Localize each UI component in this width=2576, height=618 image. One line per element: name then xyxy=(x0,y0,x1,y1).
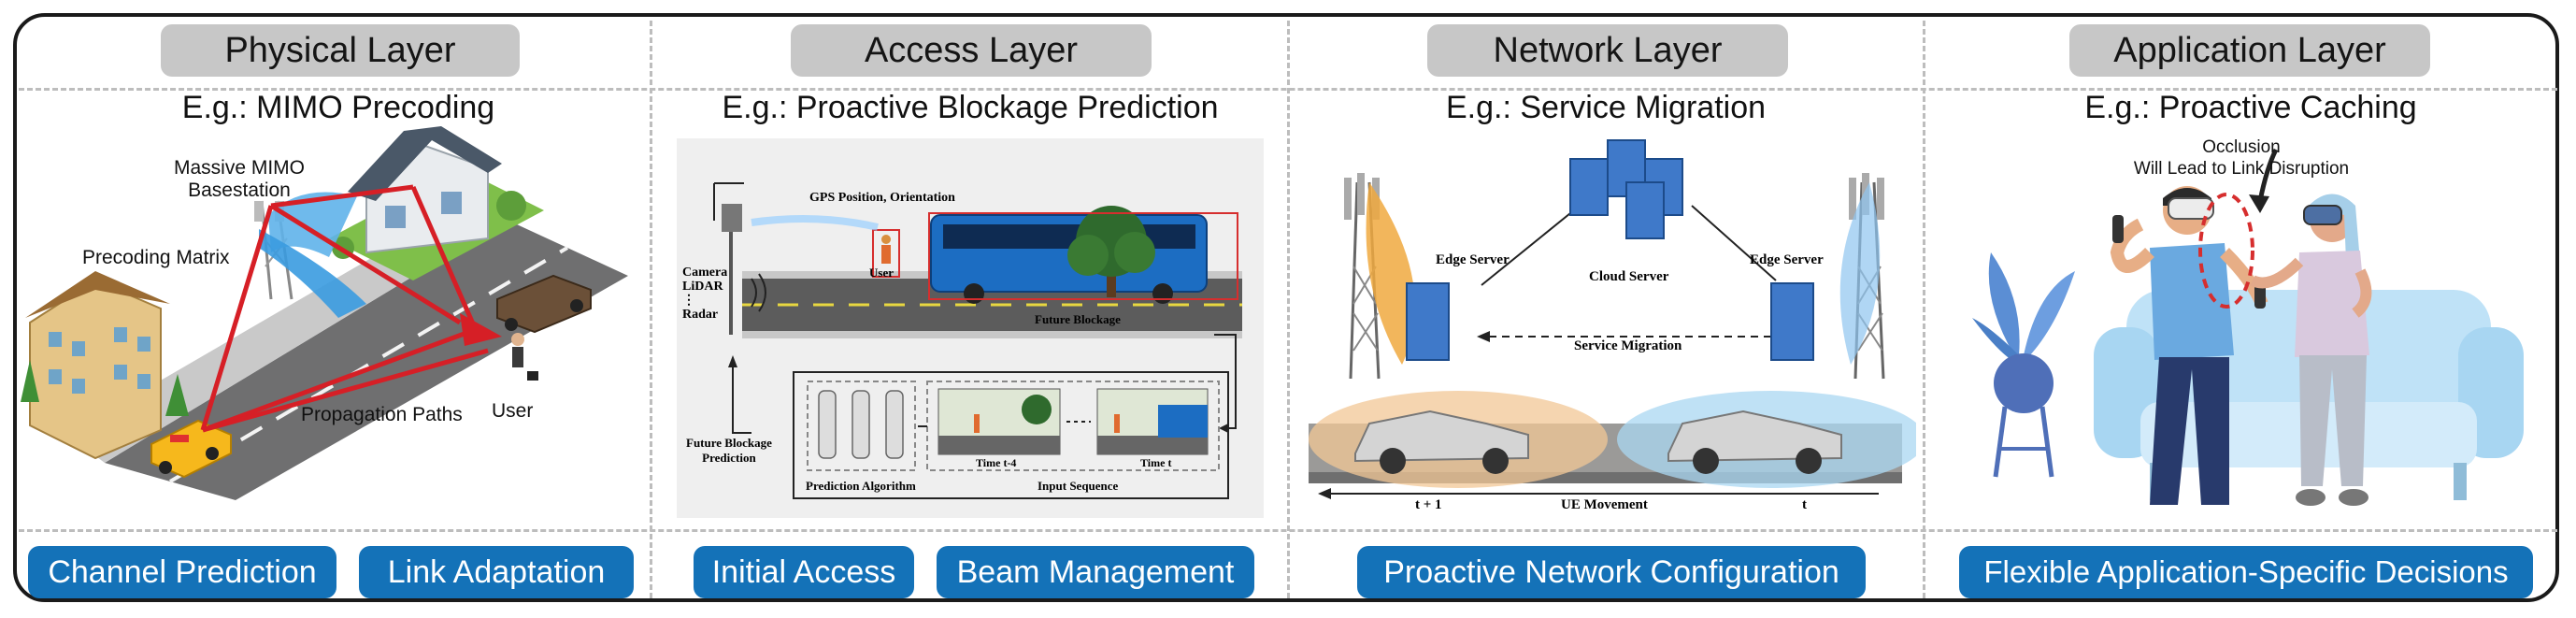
car-t-plus-1 xyxy=(1354,410,1529,474)
gps-label: GPS Position, Orientation xyxy=(809,191,955,205)
basestation-label-line1: Massive MIMO xyxy=(174,157,306,179)
cloud-server-cluster xyxy=(1569,139,1683,239)
basestation-label-line2: Basestation xyxy=(188,180,291,201)
outer-frame xyxy=(13,13,2559,602)
occlusion-ellipse xyxy=(2198,193,2254,309)
physical-layer-illustration xyxy=(21,126,628,500)
future-blockage-prediction-line2: Prediction xyxy=(702,451,756,465)
proactive-network-configuration-tag: Proactive Network Configuration xyxy=(1357,546,1866,598)
prediction-algorithm-box xyxy=(807,381,916,471)
left-edge-server-label: Edge Server xyxy=(1436,252,1510,267)
future-blockage-prediction-line1: Future Blockage xyxy=(686,436,772,450)
occlusion-label-line1: Occlusion xyxy=(2202,137,2281,157)
application-layer-title: Application Layer xyxy=(2069,24,2430,77)
flexible-application-decisions-tag: Flexible Application-Specific Decisions xyxy=(1959,546,2533,598)
physical-layer-title: Physical Layer xyxy=(161,24,520,77)
vr-user-man xyxy=(2110,186,2268,505)
access-user-label: User xyxy=(869,266,894,280)
prediction-algorithm-label: Prediction Algorithm xyxy=(806,479,916,493)
beam-management-tag: Beam Management xyxy=(937,546,1254,598)
tree xyxy=(1067,206,1155,297)
input-sequence-label: Input Sequence xyxy=(1038,479,1119,493)
layer-divider xyxy=(1923,21,1925,598)
propagation-paths-label: Propagation Paths xyxy=(301,404,463,425)
initial-access-tag: Initial Access xyxy=(694,546,914,598)
occlusion-label: Occlusion Will Lead to Link Disruption xyxy=(2101,137,2382,180)
car-t xyxy=(1667,410,1842,474)
pickup-truck xyxy=(496,274,592,334)
radar-label: Radar xyxy=(682,308,719,322)
propagation-paths xyxy=(200,184,489,433)
header-divider xyxy=(19,88,2557,91)
channel-prediction-tag: Channel Prediction xyxy=(28,546,336,598)
left-beam xyxy=(1366,182,1415,365)
access-layer-illustration: GPS Position, Orientation Camera LiDAR ⋮… xyxy=(677,138,1264,518)
cloud-server-label: Cloud Server xyxy=(1589,269,1669,284)
network-layer-illustration xyxy=(1309,139,1916,499)
physical-user-label: User xyxy=(492,400,534,422)
service-migration-label: Service Migration xyxy=(1574,338,1682,353)
future-blockage-label: Future Blockage xyxy=(1035,312,1121,326)
user-box xyxy=(872,229,900,278)
physical-layer-example: E.g.: MIMO Precoding xyxy=(181,90,495,125)
occlusion-label-line2: Will Lead to Link Disruption xyxy=(2133,159,2350,179)
left-edge-server xyxy=(1406,282,1450,361)
application-layer-example: E.g.: Proactive Caching xyxy=(2084,90,2417,125)
frame-time-t xyxy=(1096,388,1209,455)
network-layer-title: Network Layer xyxy=(1427,24,1788,77)
t-plus-1-label: t + 1 xyxy=(1415,497,1442,512)
network-layer-example: E.g.: Service Migration xyxy=(1445,90,1767,125)
sensor-tower xyxy=(722,204,766,335)
right-edge-server-label: Edge Server xyxy=(1750,252,1824,267)
link-adaptation-tag: Link Adaptation xyxy=(359,546,634,598)
office-building xyxy=(21,271,189,460)
future-blockage-prediction-label: Future Blockage Prediction xyxy=(686,436,772,466)
camera-label: Camera xyxy=(682,266,728,280)
sensor-labels: Camera LiDAR ⋮ Radar xyxy=(682,266,727,322)
vr-user-woman xyxy=(2250,194,2372,506)
input-sequence-box xyxy=(926,381,1220,471)
time-t4-label: Time t-4 xyxy=(976,456,1017,469)
precoding-beam xyxy=(268,192,357,257)
future-blockage-box xyxy=(928,212,1238,300)
ambulance xyxy=(150,419,232,479)
user-figure xyxy=(511,333,538,381)
frame-time-t4 xyxy=(937,388,1061,455)
plant xyxy=(1972,252,2075,478)
time-t-label: Time t xyxy=(1140,456,1172,469)
sensor-ellipsis: ⋮ xyxy=(682,294,695,308)
layer-divider xyxy=(1287,21,1290,598)
ue-movement-label: UE Movement xyxy=(1561,497,1648,512)
t-label: t xyxy=(1802,497,1807,512)
right-beam xyxy=(1839,182,1881,365)
basestation-label: Massive MIMO Basestation xyxy=(174,157,305,202)
right-edge-server xyxy=(1770,282,1814,361)
access-layer-example: E.g.: Proactive Blockage Prediction xyxy=(722,90,1219,125)
application-layer-illustration xyxy=(1972,148,2524,506)
access-layer-title: Access Layer xyxy=(791,24,1152,77)
prediction-pipeline-box xyxy=(793,371,1229,499)
lidar-label: LiDAR xyxy=(682,280,723,294)
layer-divider xyxy=(650,21,652,598)
footer-divider xyxy=(19,529,2557,532)
precoding-matrix-label: Precoding Matrix xyxy=(82,247,230,268)
